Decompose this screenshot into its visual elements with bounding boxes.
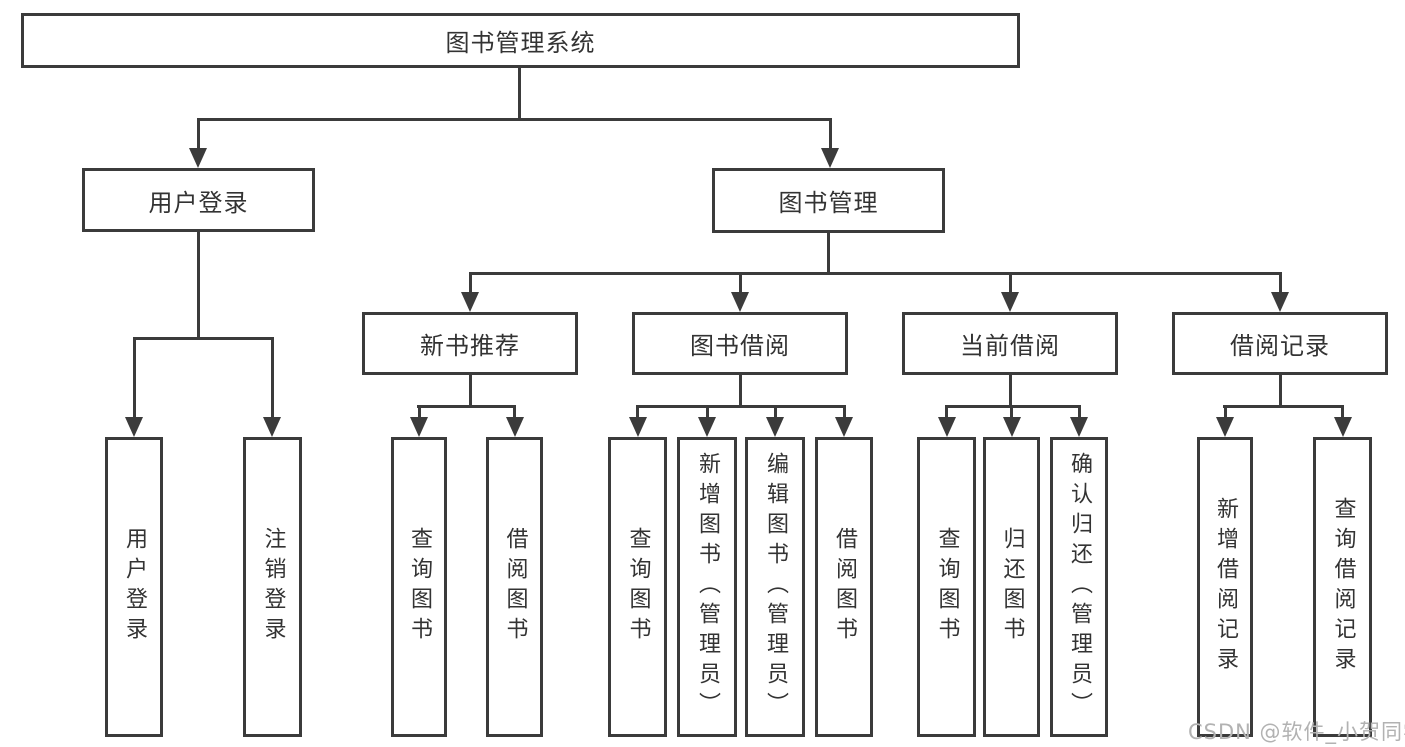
arrowhead-nb-query — [410, 417, 428, 437]
connector-bb-add-drop — [706, 405, 709, 417]
arrowhead-logout-leaf — [263, 417, 281, 437]
node-root: 图书管理系统 — [21, 13, 1020, 68]
connector-root-stem — [518, 68, 521, 118]
arrowhead-cb-query — [938, 417, 956, 437]
connector-nb-rail — [417, 405, 516, 408]
node-br-add-record: 新增借阅记录 — [1197, 437, 1253, 737]
connector-book-mgmt-rail — [469, 272, 1282, 275]
arrowhead-book-mgmt — [821, 148, 839, 168]
arrowhead-borrow-records — [1271, 292, 1289, 312]
connector-logout-leaf-drop — [271, 337, 274, 417]
node-br-query-record: 查询借阅记录 — [1313, 437, 1372, 737]
connector-user-login-drop — [197, 118, 200, 150]
connector-br-stem — [1279, 375, 1282, 405]
arrowhead-new-books — [461, 292, 479, 312]
connector-bb-query-drop — [636, 405, 639, 417]
node-cb-query-books: 查询图书 — [917, 437, 976, 737]
node-bb-add-books-admin: 新增图书（管理员） — [677, 437, 737, 737]
connector-cb-confirm-drop — [1078, 405, 1081, 417]
arrowhead-br-query — [1334, 417, 1352, 437]
node-current-borrow: 当前借阅 — [902, 312, 1118, 375]
connector-login-leaf-drop — [133, 337, 136, 417]
node-user-login-leaf: 用户登录 — [105, 437, 163, 737]
arrowhead-cb-return — [1003, 417, 1021, 437]
connector-bb-borrow-drop — [843, 405, 846, 417]
connector-cb-stem — [1009, 375, 1012, 405]
connector-bb-stem — [739, 375, 742, 405]
node-nb-borrow-books: 借阅图书 — [486, 437, 543, 737]
connector-bb-rail — [636, 405, 846, 408]
arrowhead-cb-confirm — [1070, 417, 1088, 437]
connector-nb-stem — [469, 375, 472, 405]
connector-user-login-stem — [197, 232, 200, 337]
arrowhead-book-borrow — [731, 292, 749, 312]
connector-book-mgmt-drop — [829, 118, 832, 150]
node-book-mgmt: 图书管理 — [712, 168, 945, 233]
arrowhead-user-login — [189, 148, 207, 168]
connector-borrow-records-drop — [1279, 272, 1282, 292]
connector-br-query-drop — [1341, 405, 1344, 417]
node-user-login: 用户登录 — [82, 168, 315, 232]
node-new-book-recommend: 新书推荐 — [362, 312, 578, 375]
arrowhead-br-add — [1216, 417, 1234, 437]
connector-current-borrow-drop — [1009, 272, 1012, 292]
node-bb-query-books: 查询图书 — [608, 437, 667, 737]
arrowhead-nb-borrow — [506, 417, 524, 437]
node-logout-leaf: 注销登录 — [243, 437, 302, 737]
connector-root-rail — [197, 118, 832, 121]
node-book-borrow: 图书借阅 — [632, 312, 848, 375]
connector-cb-query-drop — [945, 405, 948, 417]
connector-cb-return-drop — [1010, 405, 1013, 417]
node-borrow-records: 借阅记录 — [1172, 312, 1388, 375]
connector-new-books-drop — [469, 272, 472, 292]
arrowhead-login-leaf — [125, 417, 143, 437]
csdn-watermark: CSDN @软件_小贺同学 — [1188, 720, 1405, 744]
arrowhead-bb-borrow — [835, 417, 853, 437]
connector-nb-query-drop — [418, 405, 421, 417]
node-nb-query-books: 查询图书 — [391, 437, 447, 737]
connector-cb-rail — [945, 405, 1081, 408]
arrowhead-bb-edit — [766, 417, 784, 437]
connector-book-mgmt-stem — [827, 233, 830, 272]
node-cb-confirm-return-admin: 确认归还（管理员） — [1050, 437, 1108, 737]
connector-br-rail — [1223, 405, 1344, 408]
connector-nb-borrow-drop — [513, 405, 516, 417]
connector-bb-edit-drop — [774, 405, 777, 417]
connector-user-login-rail — [133, 337, 274, 340]
arrowhead-bb-add — [698, 417, 716, 437]
node-bb-edit-books-admin: 编辑图书（管理员） — [745, 437, 805, 737]
arrowhead-current-borrow — [1001, 292, 1019, 312]
arrowhead-bb-query — [629, 417, 647, 437]
node-cb-return-books: 归还图书 — [983, 437, 1040, 737]
connector-book-borrow-drop — [739, 272, 742, 292]
node-bb-borrow-books: 借阅图书 — [815, 437, 873, 737]
connector-br-add-drop — [1224, 405, 1227, 417]
